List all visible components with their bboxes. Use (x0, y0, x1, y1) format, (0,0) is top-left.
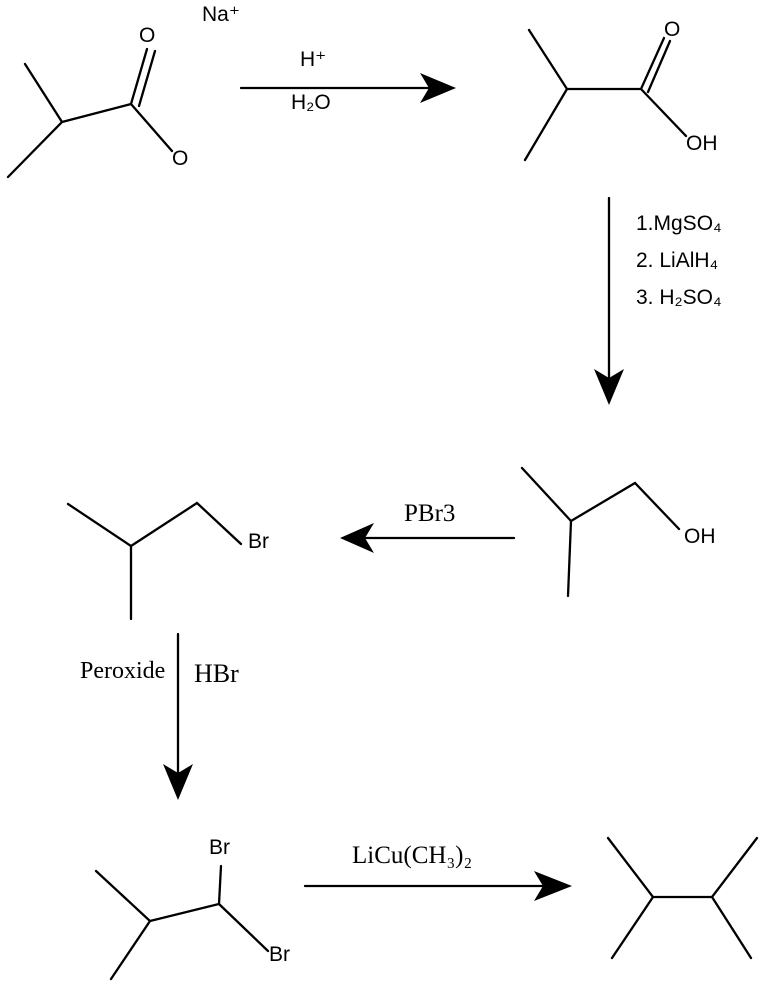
alcohol-hydroxyl-label: OH (684, 525, 716, 548)
dibromide-br-bottom-label: Br (269, 943, 290, 966)
sodium-cation-label: Na⁺ (202, 3, 240, 26)
arrow-head (420, 73, 456, 103)
structure-2-methylpropan-1-ol (520, 466, 681, 598)
arrow-hydrolysis (239, 73, 456, 103)
alkyl-bromide-br-label: Br (248, 530, 269, 553)
arrow-head (594, 369, 624, 405)
acid-hydroxyl-label: OH (686, 132, 718, 155)
reagent-pbr3-label: PBr3 (404, 500, 456, 527)
bond-lines (66, 501, 243, 621)
bond-lines (523, 28, 688, 162)
structure-1-1-dibromo-2-methylpropane (94, 864, 270, 981)
arrow-gilman-coupling (303, 871, 572, 901)
structure-1-bromo-2-methylpropane (66, 501, 243, 621)
carboxylate-oxygen-label: O (172, 147, 189, 170)
arrow-head (163, 764, 193, 800)
reagent-peroxide-label: Peroxide (80, 658, 166, 684)
acid-carbonyl-oxygen-label: O (664, 18, 681, 41)
reagent-water-label: H₂O (291, 91, 331, 114)
bond-lines (520, 466, 681, 598)
reduction-step-2-label: 2. LiAlH₄ (636, 249, 719, 272)
arrow-bromination-pbr3 (340, 523, 516, 553)
carboxylate-carbonyl-oxygen-label: O (139, 24, 156, 47)
structure-2-methylpropanoic-acid (523, 28, 688, 162)
arrow-reduction (594, 196, 624, 405)
structure-sodium-2-methylpropanoate (6, 47, 174, 179)
reagent-h-plus-label: H⁺ (300, 48, 327, 71)
bond-lines (606, 836, 759, 960)
structure-2-3-dimethylbutane (606, 836, 759, 960)
arrow-head (534, 871, 572, 901)
arrow-head (340, 523, 374, 553)
reduction-step-3-label: 3. H₂SO₄ (636, 286, 722, 309)
dibromide-br-top-label: Br (209, 836, 230, 859)
bond-lines (6, 47, 174, 179)
bond-lines (94, 864, 270, 981)
reagent-hbr-label: HBr (194, 659, 239, 688)
arrow-hbr-peroxide (163, 632, 193, 800)
reduction-step-1-label: 1.MgSO₄ (636, 212, 722, 235)
reagent-gilman-label: LiCu(CH₃)₂ (352, 842, 473, 869)
